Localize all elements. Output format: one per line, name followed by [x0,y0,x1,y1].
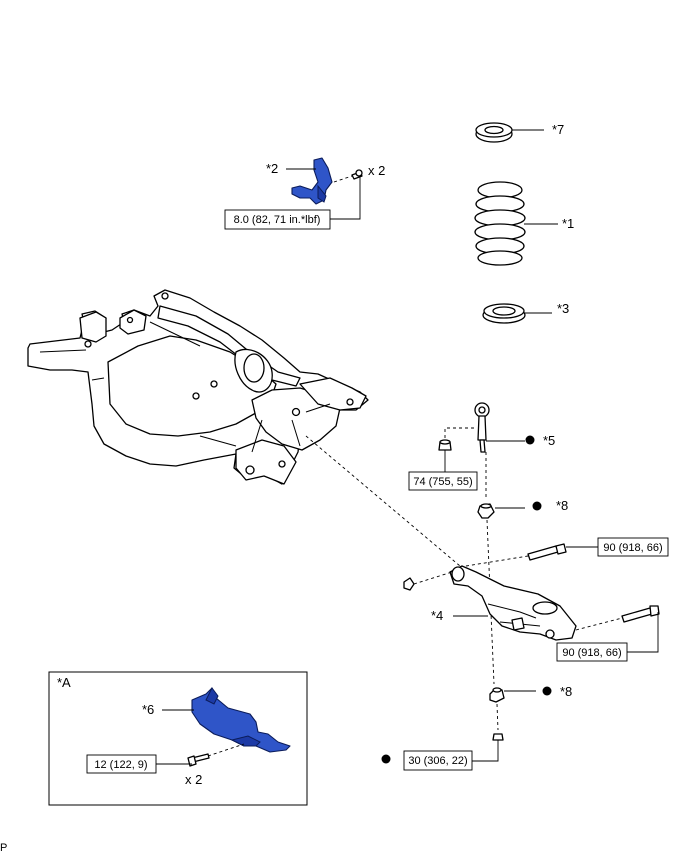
qty-bracket-bolt: x 2 [368,163,385,178]
bolt-arm-front [527,543,567,561]
qty-inset-bolt: x 2 [185,772,202,787]
callout-part-1: *1 [562,216,574,231]
coil-spring-part-1 [474,181,526,266]
torque-bracket-bolt: 8.0 (82, 71 in.*lbf) [234,214,321,226]
callout-part-8-upper: *8 [556,498,568,513]
nut-arm-front [403,577,415,591]
torque-arm-bolt-front: 90 (918, 66) [603,542,662,554]
bracket-part-2 [291,157,333,205]
callout-part-6: *6 [142,702,154,717]
callout-part-2: *2 [266,161,278,176]
torque-link-nut: 74 (755, 55) [413,476,472,488]
lower-arm-part-4 [449,565,577,641]
stabilizer-link-part-5 [474,402,490,453]
nut-lower [492,733,504,741]
callout-part-4: *4 [431,608,443,623]
bushing-part-8-upper [477,503,495,519]
upper-spring-seat-part-7 [475,122,513,143]
suspension-member [27,289,369,485]
torque-lower-nut: 30 (306, 22) [408,755,467,767]
lower-spring-seat-part-3 [482,303,526,324]
inset-a: *A *6 12 (122, 9) x 2 [48,671,308,806]
bullet-dot [381,754,391,764]
corner-mark: P [0,842,7,852]
bullet-dot [532,501,542,511]
torque-inset-bolt: 12 (122, 9) [94,759,147,771]
torque-arm-bolt-rear: 90 (918, 66) [562,647,621,659]
leader-lines [286,129,659,762]
bullet-dot [542,686,552,696]
nut-link [438,439,452,451]
bullet-dot [525,435,535,445]
bolt-arm-rear [621,605,660,623]
callout-part-3: *3 [557,301,569,316]
callout-part-8-lower: *8 [560,684,572,699]
inset-label: *A [57,675,71,690]
bolt-part-2 [351,169,363,180]
callout-part-5: *5 [543,433,555,448]
callout-part-7: *7 [552,122,564,137]
bushing-part-8-lower [489,687,505,703]
